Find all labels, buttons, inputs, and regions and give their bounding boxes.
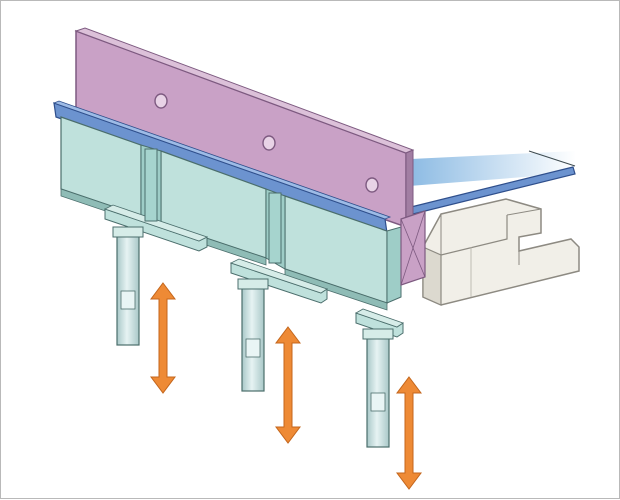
header-beam [74, 27, 415, 229]
movement-arrows [150, 282, 422, 490]
bolt-hole [365, 177, 379, 193]
bolt-holes [154, 93, 379, 193]
double-arrow-icon [396, 376, 422, 490]
jack-posts [112, 226, 394, 448]
girder-webs [144, 148, 282, 264]
bolt-hole [262, 135, 276, 151]
double-arrow-icon [275, 326, 301, 444]
rim-joist [400, 210, 426, 286]
bolt-hole [154, 93, 168, 109]
post-caps [103, 204, 404, 338]
double-arrow-icon [150, 282, 176, 394]
foundation-wall [422, 198, 580, 306]
